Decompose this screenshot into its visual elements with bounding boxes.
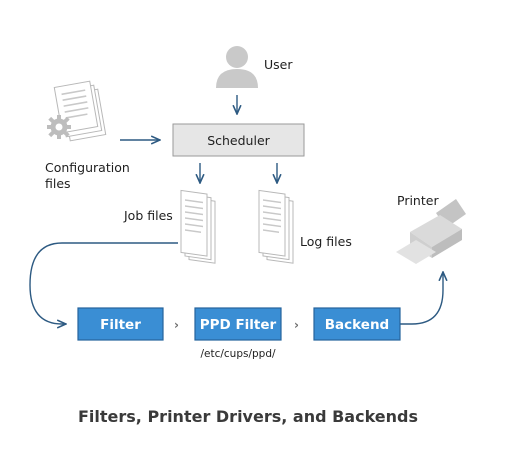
ppd-path-note: /etc/cups/ppd/: [200, 348, 276, 360]
log-files-icon: [258, 189, 294, 264]
ppd-filter-box: PPD Filter: [194, 307, 282, 341]
user-label: User: [264, 57, 293, 72]
log-files-label: Log files: [300, 234, 352, 249]
arrow-backend-to-printer: [400, 272, 443, 325]
filter-box: Filter: [77, 307, 164, 341]
config-files-label-line1: Configuration: [45, 160, 130, 175]
user-icon: [216, 46, 258, 88]
printer-label: Printer: [397, 193, 439, 208]
job-files-label: Job files: [123, 208, 173, 223]
config-files-icon: [47, 80, 107, 142]
scheduler-label: Scheduler: [207, 133, 270, 148]
config-files-label-line2: files: [45, 176, 71, 191]
chevron-right-icon: ›: [294, 318, 299, 332]
printer-icon: [396, 199, 466, 264]
filter-label: Filter: [100, 317, 141, 333]
backend-box: Backend: [313, 307, 401, 341]
ppd-filter-label: PPD Filter: [200, 317, 277, 333]
chevron-right-icon: ›: [174, 318, 179, 332]
diagram-caption: Filters, Printer Drivers, and Backends: [78, 407, 418, 426]
scheduler-box: Scheduler: [172, 123, 305, 157]
arrow-job-files-to-filter: [29, 242, 178, 324]
gear-icon: [47, 115, 71, 139]
job-files-icon: [180, 189, 216, 264]
backend-label: Backend: [325, 317, 389, 333]
